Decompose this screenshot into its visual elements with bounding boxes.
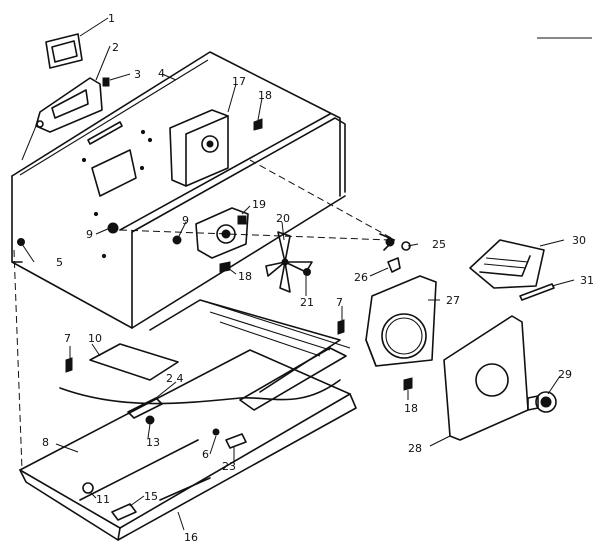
- part-19-fan-motor: [195, 207, 249, 259]
- callout-15: 15: [144, 490, 158, 503]
- callout-7-left: 7: [64, 332, 71, 345]
- part-10-pad: [89, 343, 179, 381]
- part-4-housing: [11, 51, 346, 329]
- callout-18-top: 18: [258, 89, 272, 102]
- callout-11: 11: [96, 493, 110, 506]
- callout-17: 17: [232, 75, 246, 88]
- callout-25: 25: [432, 238, 446, 251]
- callout-24: 2 4: [166, 372, 184, 385]
- part-31-rod: [519, 283, 555, 301]
- assembly-line-c: [13, 249, 23, 471]
- part-2-bracket: [21, 77, 103, 161]
- part-23-bracket: [225, 433, 247, 449]
- screw-21: [303, 268, 311, 276]
- callout-8: 8: [42, 436, 49, 449]
- part-20-fan-blade: [265, 231, 313, 293]
- callout-2: 2: [112, 41, 119, 54]
- part-17-fan-mount: [169, 109, 229, 187]
- callout-13: 13: [146, 436, 160, 449]
- callout-5: 5: [56, 256, 63, 269]
- callout-29: 29: [558, 368, 572, 381]
- screw-18-middle: [219, 261, 231, 273]
- callout-1: 1: [108, 12, 115, 25]
- callout-26: 26: [354, 271, 368, 284]
- part-29-motor: [527, 391, 557, 413]
- callout-9-left: 9: [86, 228, 93, 241]
- callout-9-middle: 9: [182, 214, 189, 227]
- assembly-line-b: [249, 159, 396, 241]
- callout-labels: 1 2 3 4 17 18 9 9 5 19 20 18 21 25 26 27…: [42, 12, 594, 544]
- screw-6-left: [17, 238, 25, 246]
- callout-18-middle: 18: [238, 270, 252, 283]
- part-16-base-pan: [19, 299, 357, 541]
- part-24-wire: [59, 379, 341, 405]
- part-30-tray: [469, 239, 545, 289]
- callout-6-lower: 6: [202, 448, 209, 461]
- part-27-shroud: [365, 275, 437, 367]
- callout-7-right: 7: [336, 296, 343, 309]
- part-28-panel: [443, 315, 529, 441]
- screw-9-middle: [172, 235, 182, 245]
- part-26-clip: [387, 257, 401, 273]
- callout-18-lower: 18: [404, 402, 418, 415]
- part-15-clip: [111, 503, 137, 521]
- callout-4: 4: [158, 67, 165, 80]
- screw-6-lower: [212, 428, 220, 436]
- part-3-clip: [102, 77, 110, 87]
- leader-lines: [21, 17, 575, 531]
- part-25-wingnut: [379, 233, 411, 251]
- part-11-grommet: [82, 482, 94, 494]
- screw-7-right: [337, 319, 345, 335]
- screw-18-lower: [403, 377, 413, 391]
- callout-10: 10: [88, 332, 102, 345]
- callout-3: 3: [134, 68, 141, 81]
- callout-23: 23: [222, 460, 236, 473]
- screw-18-top: [253, 118, 263, 131]
- callout-21: 21: [300, 296, 314, 309]
- callout-20: 20: [276, 212, 290, 225]
- assembly-line-a: [119, 229, 391, 241]
- callout-19: 19: [252, 198, 266, 211]
- screw-7-left: [65, 357, 73, 373]
- callout-28: 28: [408, 442, 422, 455]
- part-1-frame: [45, 33, 83, 69]
- callout-16: 16: [184, 531, 198, 544]
- callout-27: 27: [446, 294, 460, 307]
- screw-9-left: [107, 222, 119, 234]
- callout-30: 30: [572, 234, 586, 247]
- callout-31: 31: [580, 274, 594, 287]
